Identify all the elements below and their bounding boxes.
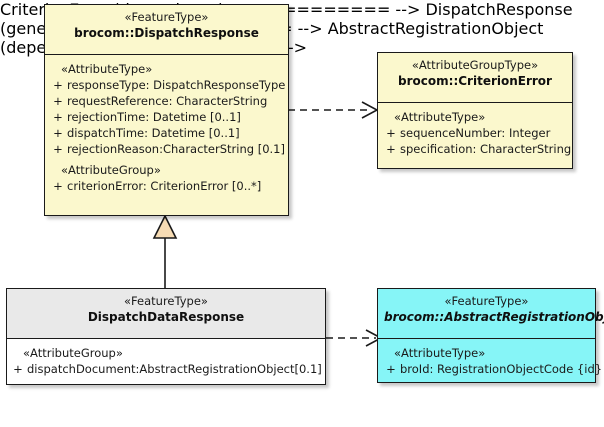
class-header-dispatch-data-response: «FeatureType» DispatchDataResponse [7,289,325,339]
class-body-criterion-error: «AttributeType» + sequenceNumber: Intege… [378,103,572,168]
attribute-label: specification: CharacterString [400,142,572,156]
attribute-row[interactable]: + sequenceNumber: Integer [382,125,568,141]
attribute-label: dispatchTime: Datetime [0..1] [67,126,240,140]
attribute-row[interactable]: + criterionError: CriterionError [0..*] [49,178,284,194]
visibility-marker: + [386,126,396,140]
attribute-row[interactable]: + dispatchDocument:AbstractRegistrationO… [9,361,322,377]
class-box-dispatch-response[interactable]: «FeatureType» brocom::DispatchResponse «… [44,4,289,216]
attribute-row[interactable]: + rejectionReason:CharacterString [0.1] [49,141,285,157]
attribute-row[interactable]: + broId: RegistrationObjectCode {id} [382,361,602,377]
dependency-dispatchdataresponse-to-abstractregistrationobject[interactable] [326,328,384,348]
class-stereotype: «FeatureType» [444,294,529,308]
class-name: brocom::DispatchResponse [74,26,259,40]
attribute-row[interactable]: + specification: CharacterString [382,141,572,157]
class-header-dispatch-response: «FeatureType» brocom::DispatchResponse [45,5,288,55]
visibility-marker: + [53,110,63,124]
visibility-marker: + [53,78,63,92]
generalization-dispatchdataresponse-to-dispatchresponse[interactable] [148,214,188,290]
class-stereotype: «FeatureType» [124,10,209,24]
attribute-row[interactable]: + responseType: DispatchResponseType [49,77,286,93]
attribute-label: criterionError: CriterionError [0..*] [67,179,262,193]
class-box-dispatch-data-response[interactable]: «FeatureType» DispatchDataResponse «Attr… [6,288,326,385]
class-header-criterion-error: «AttributeGroupType» brocom::CriterionEr… [378,53,572,103]
class-header-abstract-registration-object: «FeatureType» brocom::AbstractRegistrati… [378,289,604,339]
compartment-label-attributegroup: «AttributeGroup» [23,346,123,360]
class-stereotype: «FeatureType» [124,294,208,308]
compartment-label-attributetype: «AttributeType» [394,346,486,360]
visibility-marker: + [53,179,63,193]
visibility-marker: + [53,94,63,108]
visibility-marker: + [53,126,63,140]
attribute-label: responseType: DispatchResponseType [67,78,286,92]
attribute-label: broId: RegistrationObjectCode {id} [400,362,603,376]
class-body-dispatch-data-response: «AttributeGroup» + dispatchDocument:Abst… [7,339,325,384]
attribute-label: dispatchDocument:AbstractRegistrationObj… [27,362,322,376]
class-body-dispatch-response: «AttributeType» + responseType: Dispatch… [45,55,288,215]
class-box-criterion-error[interactable]: «AttributeGroupType» brocom::CriterionEr… [377,52,573,169]
class-name: DispatchDataResponse [87,310,245,324]
class-box-abstract-registration-object[interactable]: «FeatureType» brocom::AbstractRegistrati… [377,288,604,383]
attribute-row[interactable]: + requestReference: CharacterString [49,93,284,109]
compartment-label-attributetype: «AttributeType» [394,110,486,124]
class-stereotype: «AttributeGroupType» [411,58,539,72]
dependency-dispatchresponse-to-criterionerror[interactable] [288,100,380,120]
attribute-label: requestReference: CharacterString [67,94,268,108]
attribute-row[interactable]: + dispatchTime: Datetime [0..1] [49,125,284,141]
attribute-label: rejectionTime: Datetime [0..1] [67,110,241,124]
visibility-marker: + [13,362,23,376]
attribute-label: sequenceNumber: Integer [400,126,551,140]
class-name: brocom::CriterionError [398,74,552,88]
compartment-label-attributetype: «AttributeType» [61,62,153,76]
visibility-marker: + [386,142,396,156]
visibility-marker: + [386,362,396,376]
compartment-label-attributegroup: «AttributeGroup» [61,163,161,177]
class-body-abstract-registration-object: «AttributeType» + broId: RegistrationObj… [378,339,602,382]
attribute-row[interactable]: + rejectionTime: Datetime [0..1] [49,109,284,125]
attribute-label: rejectionReason:CharacterString [0.1] [67,142,285,156]
class-name: brocom::AbstractRegistrationObject [384,310,604,324]
visibility-marker: + [53,142,63,156]
